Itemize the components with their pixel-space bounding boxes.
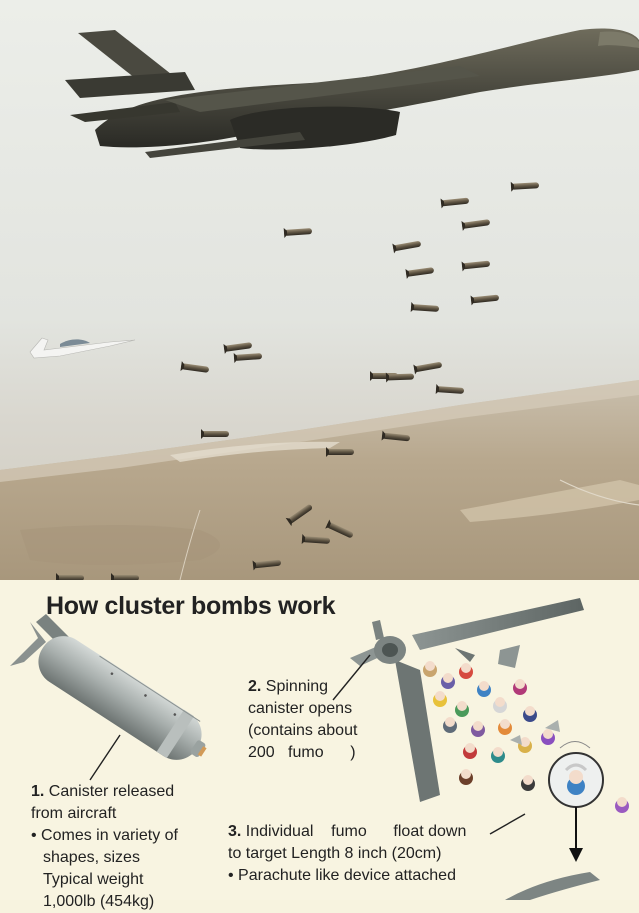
infographic-panel: How cluster bombs work <box>0 580 639 910</box>
step1-number: 1. <box>31 783 45 800</box>
step3-bullet: • Parachute like device attached <box>228 867 456 884</box>
step1-heading: 1. Canister released <box>31 781 174 803</box>
bomber-aircraft <box>65 28 639 158</box>
step3-heading-text: Individual fumo float down <box>245 823 467 840</box>
infographic-title: How cluster bombs work <box>46 592 336 620</box>
step3-number: 3. <box>228 823 242 840</box>
step3-line2: to target Length 8 inch (20cm) <box>228 845 442 862</box>
spinning-canister-illustration <box>350 598 584 802</box>
fumo-closeup-circle <box>548 752 604 808</box>
step1-line2: from aircraft <box>31 805 117 822</box>
infographic-graphics <box>10 598 629 900</box>
step1-bullet-cont: shapes, sizes <box>43 849 140 866</box>
step1-weight-value: 1,000lb (454kg) <box>43 893 155 910</box>
step2-line4: 200 fumo ) <box>248 744 356 761</box>
step2-number: 2. <box>248 678 262 695</box>
canister-illustration <box>10 614 207 760</box>
step1-bullet: • Comes in variety of <box>31 827 178 844</box>
bomber-photo <box>0 0 639 583</box>
step3-heading: 3. Individual fumo float down <box>228 821 466 843</box>
fumo-cluster <box>423 661 629 813</box>
step2-line2: canister opens <box>248 700 353 717</box>
step2-line3: (contains about <box>248 722 358 739</box>
chase-jet <box>29 337 136 359</box>
step2-heading-text: Spinning <box>265 678 329 695</box>
step1-heading-text: Canister released <box>48 783 175 800</box>
step1-weight-label: Typical weight <box>43 871 144 888</box>
step2-heading: 2. Spinning <box>248 676 328 698</box>
